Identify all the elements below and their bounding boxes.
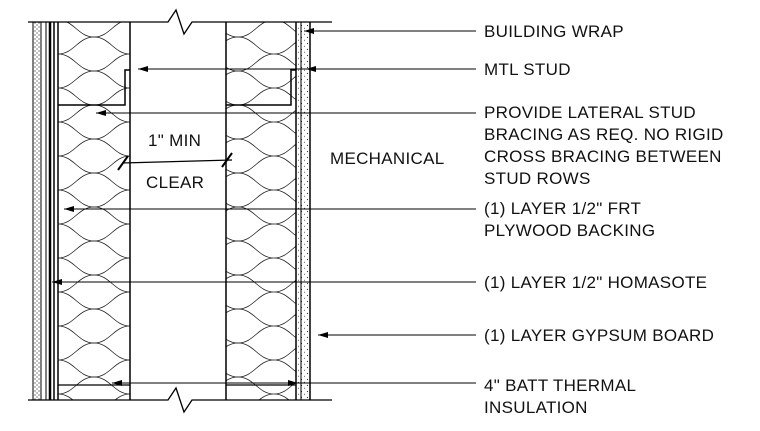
- callout-lateral-bracing: PROVIDE LATERAL STUD BRACING AS REQ. NO …: [484, 103, 724, 188]
- right-batt-insulation: [225, 21, 297, 401]
- dimension-line: [121, 159, 233, 164]
- callout-homasote: (1) LAYER 1/2" HOMASOTE: [484, 273, 708, 292]
- callout-mtl-stud: MTL STUD: [484, 60, 571, 79]
- top-break-line: [28, 8, 332, 36]
- left-batt-insulation: [57, 21, 131, 401]
- bottom-break-line: [28, 386, 332, 414]
- right-mtl-stud: [226, 69, 296, 106]
- left-homasote-layer: [40, 21, 47, 401]
- dimension-min-label: 1" MIN: [148, 131, 202, 150]
- room-label: MECHANICAL: [330, 149, 445, 168]
- callout-gypsum-board: (1) LAYER GYPSUM BOARD: [484, 326, 715, 345]
- right-gypsum-layer: [300, 21, 311, 401]
- callout-building-wrap: BUILDING WRAP: [484, 22, 624, 41]
- left-mtl-stud: [58, 69, 130, 106]
- right-homasote-layer: [295, 21, 302, 401]
- callout-batt-insulation: 4" BATT THERMAL INSULATION: [484, 376, 637, 417]
- left-gypsum-layer: [32, 21, 42, 401]
- callout-frt-plywood: (1) LAYER 1/2" FRT PLYWOOD BACKING: [484, 199, 656, 240]
- dimension-clear-label: CLEAR: [146, 173, 205, 192]
- leader-arrowheads: [52, 28, 328, 386]
